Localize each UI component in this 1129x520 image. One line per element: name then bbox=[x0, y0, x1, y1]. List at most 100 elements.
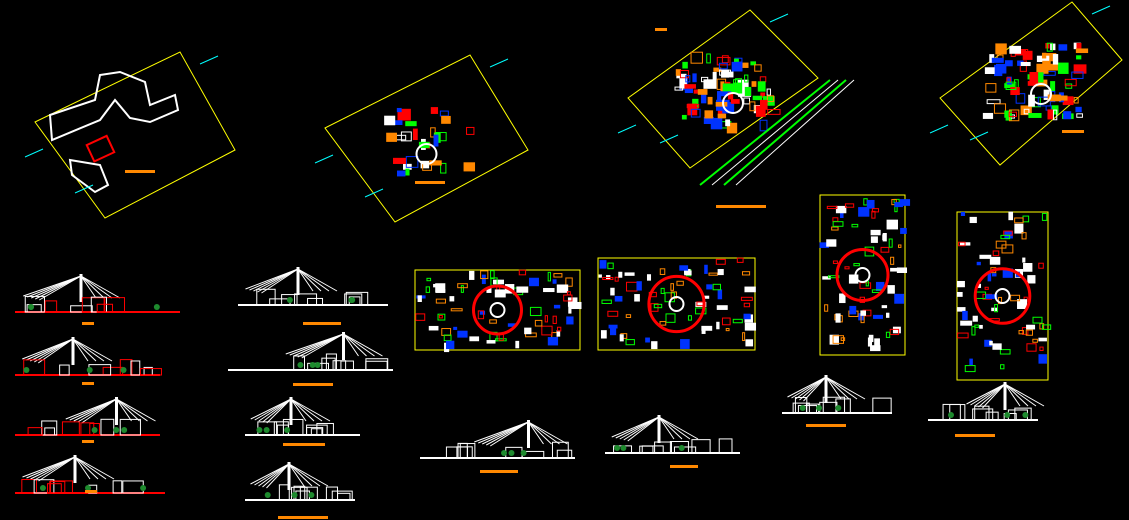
cable bbox=[627, 416, 660, 442]
drawing-labels bbox=[82, 28, 1084, 519]
building-volume bbox=[21, 479, 38, 494]
plan-element bbox=[1050, 81, 1056, 92]
plan-element bbox=[438, 314, 443, 319]
plan-element bbox=[742, 332, 746, 342]
plan-element bbox=[534, 319, 543, 327]
building-volume bbox=[639, 445, 654, 454]
plan-element bbox=[870, 229, 881, 236]
plan-element bbox=[892, 326, 901, 334]
cable bbox=[343, 333, 367, 357]
plan-element bbox=[492, 279, 505, 285]
plan-element bbox=[844, 203, 855, 208]
plan-element bbox=[446, 340, 455, 350]
plan-element bbox=[477, 310, 485, 320]
cable bbox=[619, 416, 660, 440]
tree bbox=[308, 492, 315, 498]
plan-element bbox=[449, 296, 455, 302]
plan-element bbox=[675, 69, 682, 76]
plan-element bbox=[553, 304, 561, 309]
plan-element bbox=[716, 56, 731, 66]
plan-element bbox=[435, 298, 446, 304]
plan-boundary bbox=[597, 257, 756, 351]
plan-element bbox=[707, 96, 713, 105]
building-volume bbox=[122, 480, 144, 494]
plan-element bbox=[614, 295, 623, 302]
plan-element bbox=[744, 86, 752, 96]
cable bbox=[1004, 383, 1045, 407]
plan-element bbox=[835, 313, 841, 323]
floor-plans bbox=[414, 194, 1052, 381]
plan-element bbox=[985, 294, 998, 299]
plan-element bbox=[744, 322, 757, 331]
plan-element bbox=[412, 128, 418, 141]
plan-element bbox=[469, 336, 480, 342]
cable bbox=[795, 376, 827, 400]
plan-element bbox=[547, 271, 551, 282]
plan-element bbox=[384, 115, 396, 126]
plan-element bbox=[706, 53, 711, 64]
plan-element bbox=[681, 114, 687, 120]
building-volume bbox=[81, 297, 105, 313]
plan-element bbox=[881, 305, 888, 309]
plan-element bbox=[984, 67, 995, 74]
plan-element bbox=[386, 132, 398, 142]
plan-element bbox=[437, 313, 446, 321]
plan-element bbox=[743, 302, 751, 308]
plan-element bbox=[547, 337, 559, 346]
plan-boundary bbox=[956, 211, 1049, 381]
plan-element bbox=[718, 62, 728, 70]
plan-element bbox=[607, 262, 614, 270]
road-line bbox=[711, 79, 839, 186]
tree bbox=[86, 367, 93, 373]
plan-element bbox=[880, 246, 890, 253]
cable bbox=[528, 421, 560, 445]
drawing-title-7 bbox=[82, 440, 94, 443]
plan-element bbox=[844, 266, 850, 270]
plan-element bbox=[565, 277, 573, 287]
cable bbox=[254, 398, 292, 421]
plan-element bbox=[995, 63, 1007, 74]
plan-element bbox=[659, 321, 667, 326]
cable bbox=[288, 463, 329, 487]
cable bbox=[77, 398, 117, 423]
section-mark bbox=[1091, 5, 1111, 15]
plan-boundary bbox=[819, 194, 906, 356]
cable bbox=[74, 456, 107, 480]
plan-element bbox=[957, 307, 966, 312]
plan-element bbox=[831, 226, 839, 231]
plan-element bbox=[832, 335, 845, 344]
elevation-5 bbox=[238, 267, 388, 306]
plan-element bbox=[860, 310, 867, 316]
plan-element bbox=[440, 162, 447, 174]
tree bbox=[678, 445, 685, 451]
plan-element bbox=[624, 272, 635, 276]
plaza-circle bbox=[1030, 83, 1052, 105]
plan-element bbox=[466, 126, 475, 135]
plan-element bbox=[450, 308, 463, 312]
plan-element bbox=[1064, 78, 1077, 87]
section-mark bbox=[489, 58, 509, 68]
cable bbox=[80, 275, 121, 299]
building-volume bbox=[1003, 412, 1017, 421]
plan-element bbox=[463, 162, 476, 172]
plan-element bbox=[708, 272, 718, 276]
cable bbox=[825, 376, 866, 400]
building-volume bbox=[26, 304, 42, 313]
cable bbox=[343, 333, 359, 357]
plan-element bbox=[599, 260, 607, 269]
drawing-title-1 bbox=[125, 170, 155, 173]
drawing-title-16 bbox=[955, 434, 995, 437]
building-outline bbox=[68, 158, 110, 194]
plan-element bbox=[839, 293, 846, 304]
central-ring bbox=[647, 274, 706, 334]
plan-element bbox=[712, 71, 717, 80]
plan-element bbox=[441, 115, 451, 124]
building-volume bbox=[337, 492, 351, 501]
plan-element bbox=[979, 254, 992, 259]
cable bbox=[37, 338, 74, 364]
plan-element bbox=[969, 358, 973, 366]
plan-element bbox=[701, 93, 707, 104]
cable bbox=[34, 456, 76, 481]
floor-plan-2 bbox=[597, 257, 757, 351]
plan-element bbox=[568, 304, 572, 314]
